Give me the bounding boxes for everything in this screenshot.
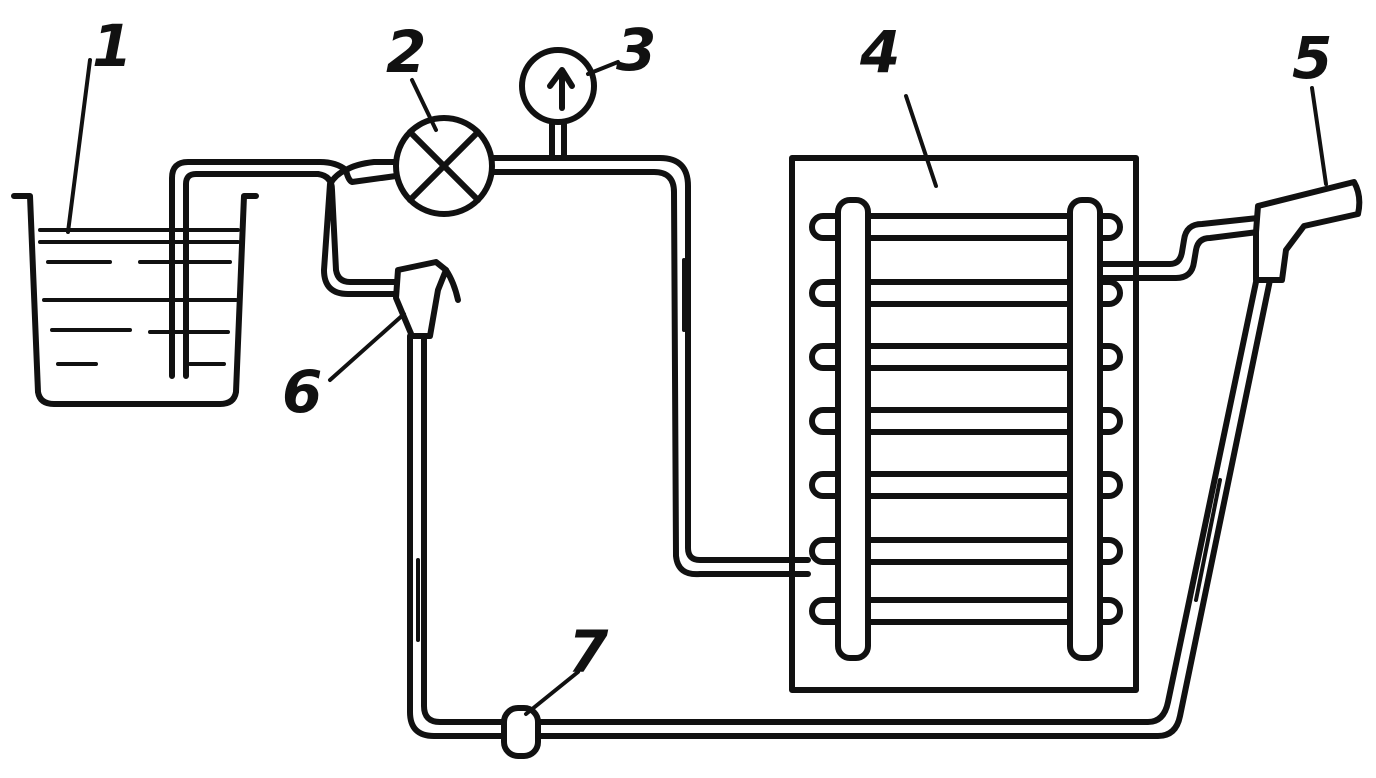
exchanger-tubes <box>809 213 1123 625</box>
leader-lines <box>66 58 1328 716</box>
valve <box>393 259 461 339</box>
label-heat-exchanger: 4 <box>859 18 900 86</box>
label-spray-gun: 5 <box>1292 24 1332 92</box>
heat-exchanger <box>789 155 1139 693</box>
filter <box>501 705 541 759</box>
label-pressure-gauge: 3 <box>616 16 656 84</box>
suction-pipe <box>169 159 323 379</box>
discharge-pipe <box>489 155 811 563</box>
pressure-gauge <box>519 47 597 161</box>
tank <box>11 193 259 407</box>
return-pipe <box>407 333 507 739</box>
label-filter: 7 <box>568 618 609 686</box>
label-tank: 1 <box>92 12 132 80</box>
tank-liquid-lines <box>38 228 240 366</box>
gun-feed-pipe <box>1097 215 1261 267</box>
pump <box>393 115 495 217</box>
label-valve: 6 <box>282 358 322 426</box>
label-pump: 2 <box>386 18 426 86</box>
supply-hose <box>535 277 1273 739</box>
bypass-pipe <box>317 159 401 297</box>
spray-gun <box>1253 179 1363 283</box>
